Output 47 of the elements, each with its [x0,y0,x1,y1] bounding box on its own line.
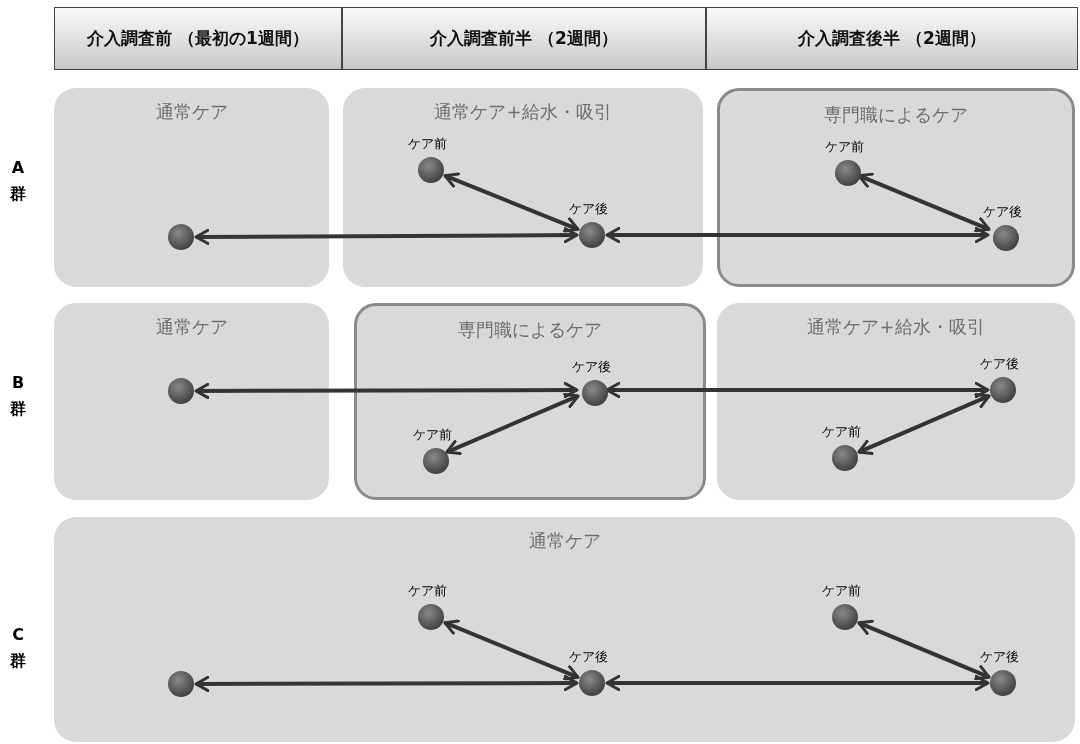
double-arrow [605,226,990,244]
phase-panel [54,88,329,287]
phase-panel [354,303,706,500]
dot [168,671,194,697]
column-header: 介入調査前半 （2週間） [342,7,706,70]
phase-panel [343,88,703,287]
point-label: ケア前 [822,582,861,600]
double-arrow [857,172,991,233]
panel-title: 通常ケア+給水・吸引 [806,315,986,339]
panel-title: 通常ケア [527,529,602,553]
double-arrow [857,619,991,681]
double-arrow [194,227,579,245]
double-arrow [605,674,990,692]
panel-title: 専門職によるケア [457,318,603,342]
double-arrow [445,393,580,455]
double-arrow [194,381,579,400]
double-arrow [194,674,579,693]
panel-title: 通常ケア [154,100,229,124]
panel-title: 通常ケア+給水・吸引 [433,100,613,124]
column-header: 介入調査後半 （2週間） [706,7,1078,70]
double-arrow [443,619,580,681]
group-label: B 群 [9,372,27,420]
phase-panel [54,517,1075,742]
group-label: A 群 [9,157,27,205]
phase-panel [717,88,1075,287]
point-label: ケア後 [569,648,608,666]
phase-panel [717,303,1075,500]
point-label: ケア後 [569,200,608,218]
point-label: ケア後 [572,358,611,376]
column-header: 介入調査前 （最初の1週間） [54,7,342,70]
phase-panel [54,303,329,500]
point-label: ケア前 [822,423,861,441]
double-arrow [857,393,991,455]
point-label: ケア前 [408,582,447,600]
dot [168,224,194,250]
dot [168,378,194,404]
point-label: ケア前 [408,135,447,153]
point-label: ケア後 [983,203,1022,221]
panel-title: 専門職によるケア [823,103,969,127]
point-label: ケア後 [980,648,1019,666]
double-arrow [605,381,990,399]
point-label: ケア前 [825,138,864,156]
panel-title: 通常ケア [154,315,229,339]
point-label: ケア後 [980,355,1019,373]
double-arrow [443,172,580,233]
group-label: C 群 [9,624,27,672]
point-label: ケア前 [413,426,452,444]
